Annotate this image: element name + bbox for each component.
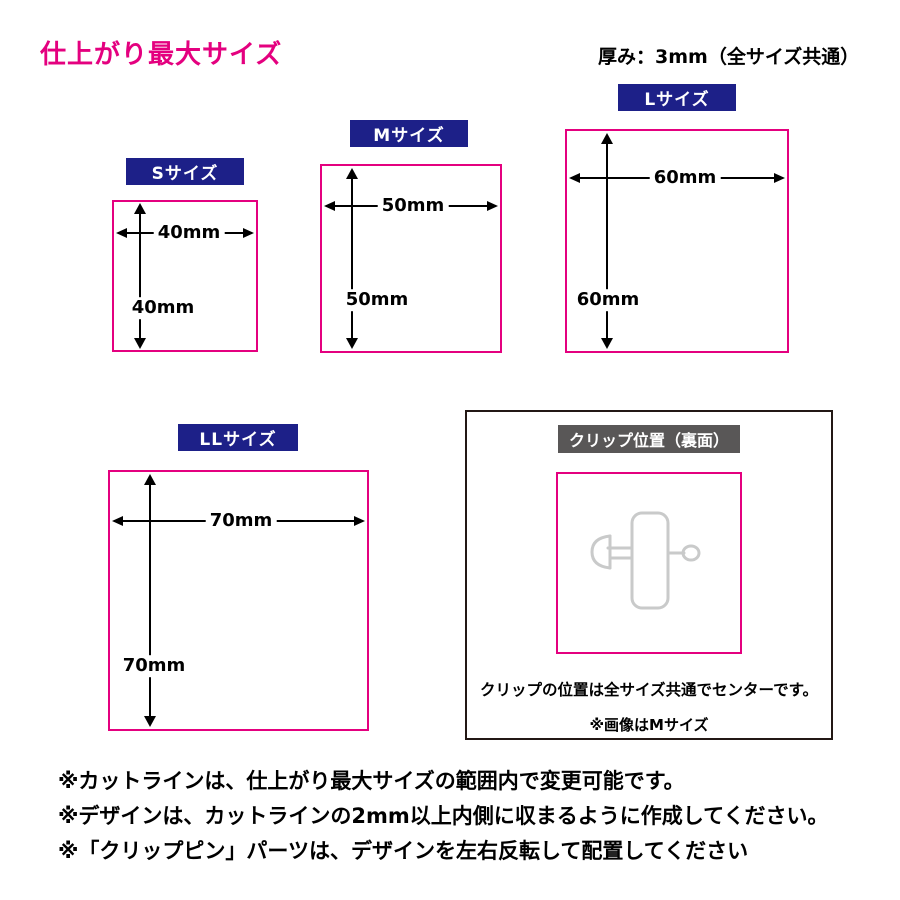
height-dimension-label: 40mm — [127, 297, 199, 319]
size-square-ll — [108, 470, 369, 731]
height-dimension-label: 50mm — [341, 289, 413, 311]
size-label-l: Lサイズ — [618, 84, 736, 111]
width-dimension-label: 40mm — [153, 222, 225, 244]
size-label-m: Mサイズ — [350, 120, 468, 147]
footnote-design: ※デザインは、カットラインの2mm以上内側に収まるように作成してください。 — [58, 804, 829, 828]
footnotes: ※カットラインは、仕上がり最大サイズの範囲内で変更可能です。 ※デザインは、カッ… — [58, 764, 829, 869]
footnote-cutline: ※カットラインは、仕上がり最大サイズの範囲内で変更可能です。 — [58, 769, 685, 793]
height-dimension-label: 60mm — [572, 289, 644, 311]
clip-position-note: クリップの位置は全サイズ共通でセンターです。 — [479, 681, 819, 699]
size-square-l — [565, 129, 789, 353]
clip-panel-label: クリップ位置（裏面） — [558, 425, 740, 453]
width-dimension-label: 50mm — [377, 195, 449, 217]
width-dimension-label: 70mm — [205, 510, 277, 532]
height-dimension-arrow — [134, 203, 146, 349]
clip-square — [556, 472, 742, 654]
thickness-note: 厚み：3mm（全サイズ共通） — [598, 46, 860, 68]
page-title: 仕上がり最大サイズ — [40, 40, 283, 70]
footnote-clip-pin: ※「クリップピン」パーツは、デザインを左右反転して配置してください — [58, 839, 749, 863]
size-label-s: Sサイズ — [126, 158, 244, 185]
clip-pin-illustration — [590, 511, 701, 610]
size-square-m — [320, 164, 502, 353]
clip-image-note: ※画像はMサイズ — [589, 716, 709, 734]
height-dimension-arrow — [601, 133, 613, 349]
height-dimension-arrow — [144, 474, 156, 727]
width-dimension-label: 60mm — [649, 167, 721, 189]
clip-position-panel: クリップ位置（裏面） クリップの位置は全サイズ共通でセンターです。 ※画像はMサ… — [465, 410, 833, 740]
height-dimension-arrow — [346, 168, 358, 349]
size-label-ll: LLサイズ — [178, 424, 298, 451]
height-dimension-label: 70mm — [118, 655, 190, 677]
